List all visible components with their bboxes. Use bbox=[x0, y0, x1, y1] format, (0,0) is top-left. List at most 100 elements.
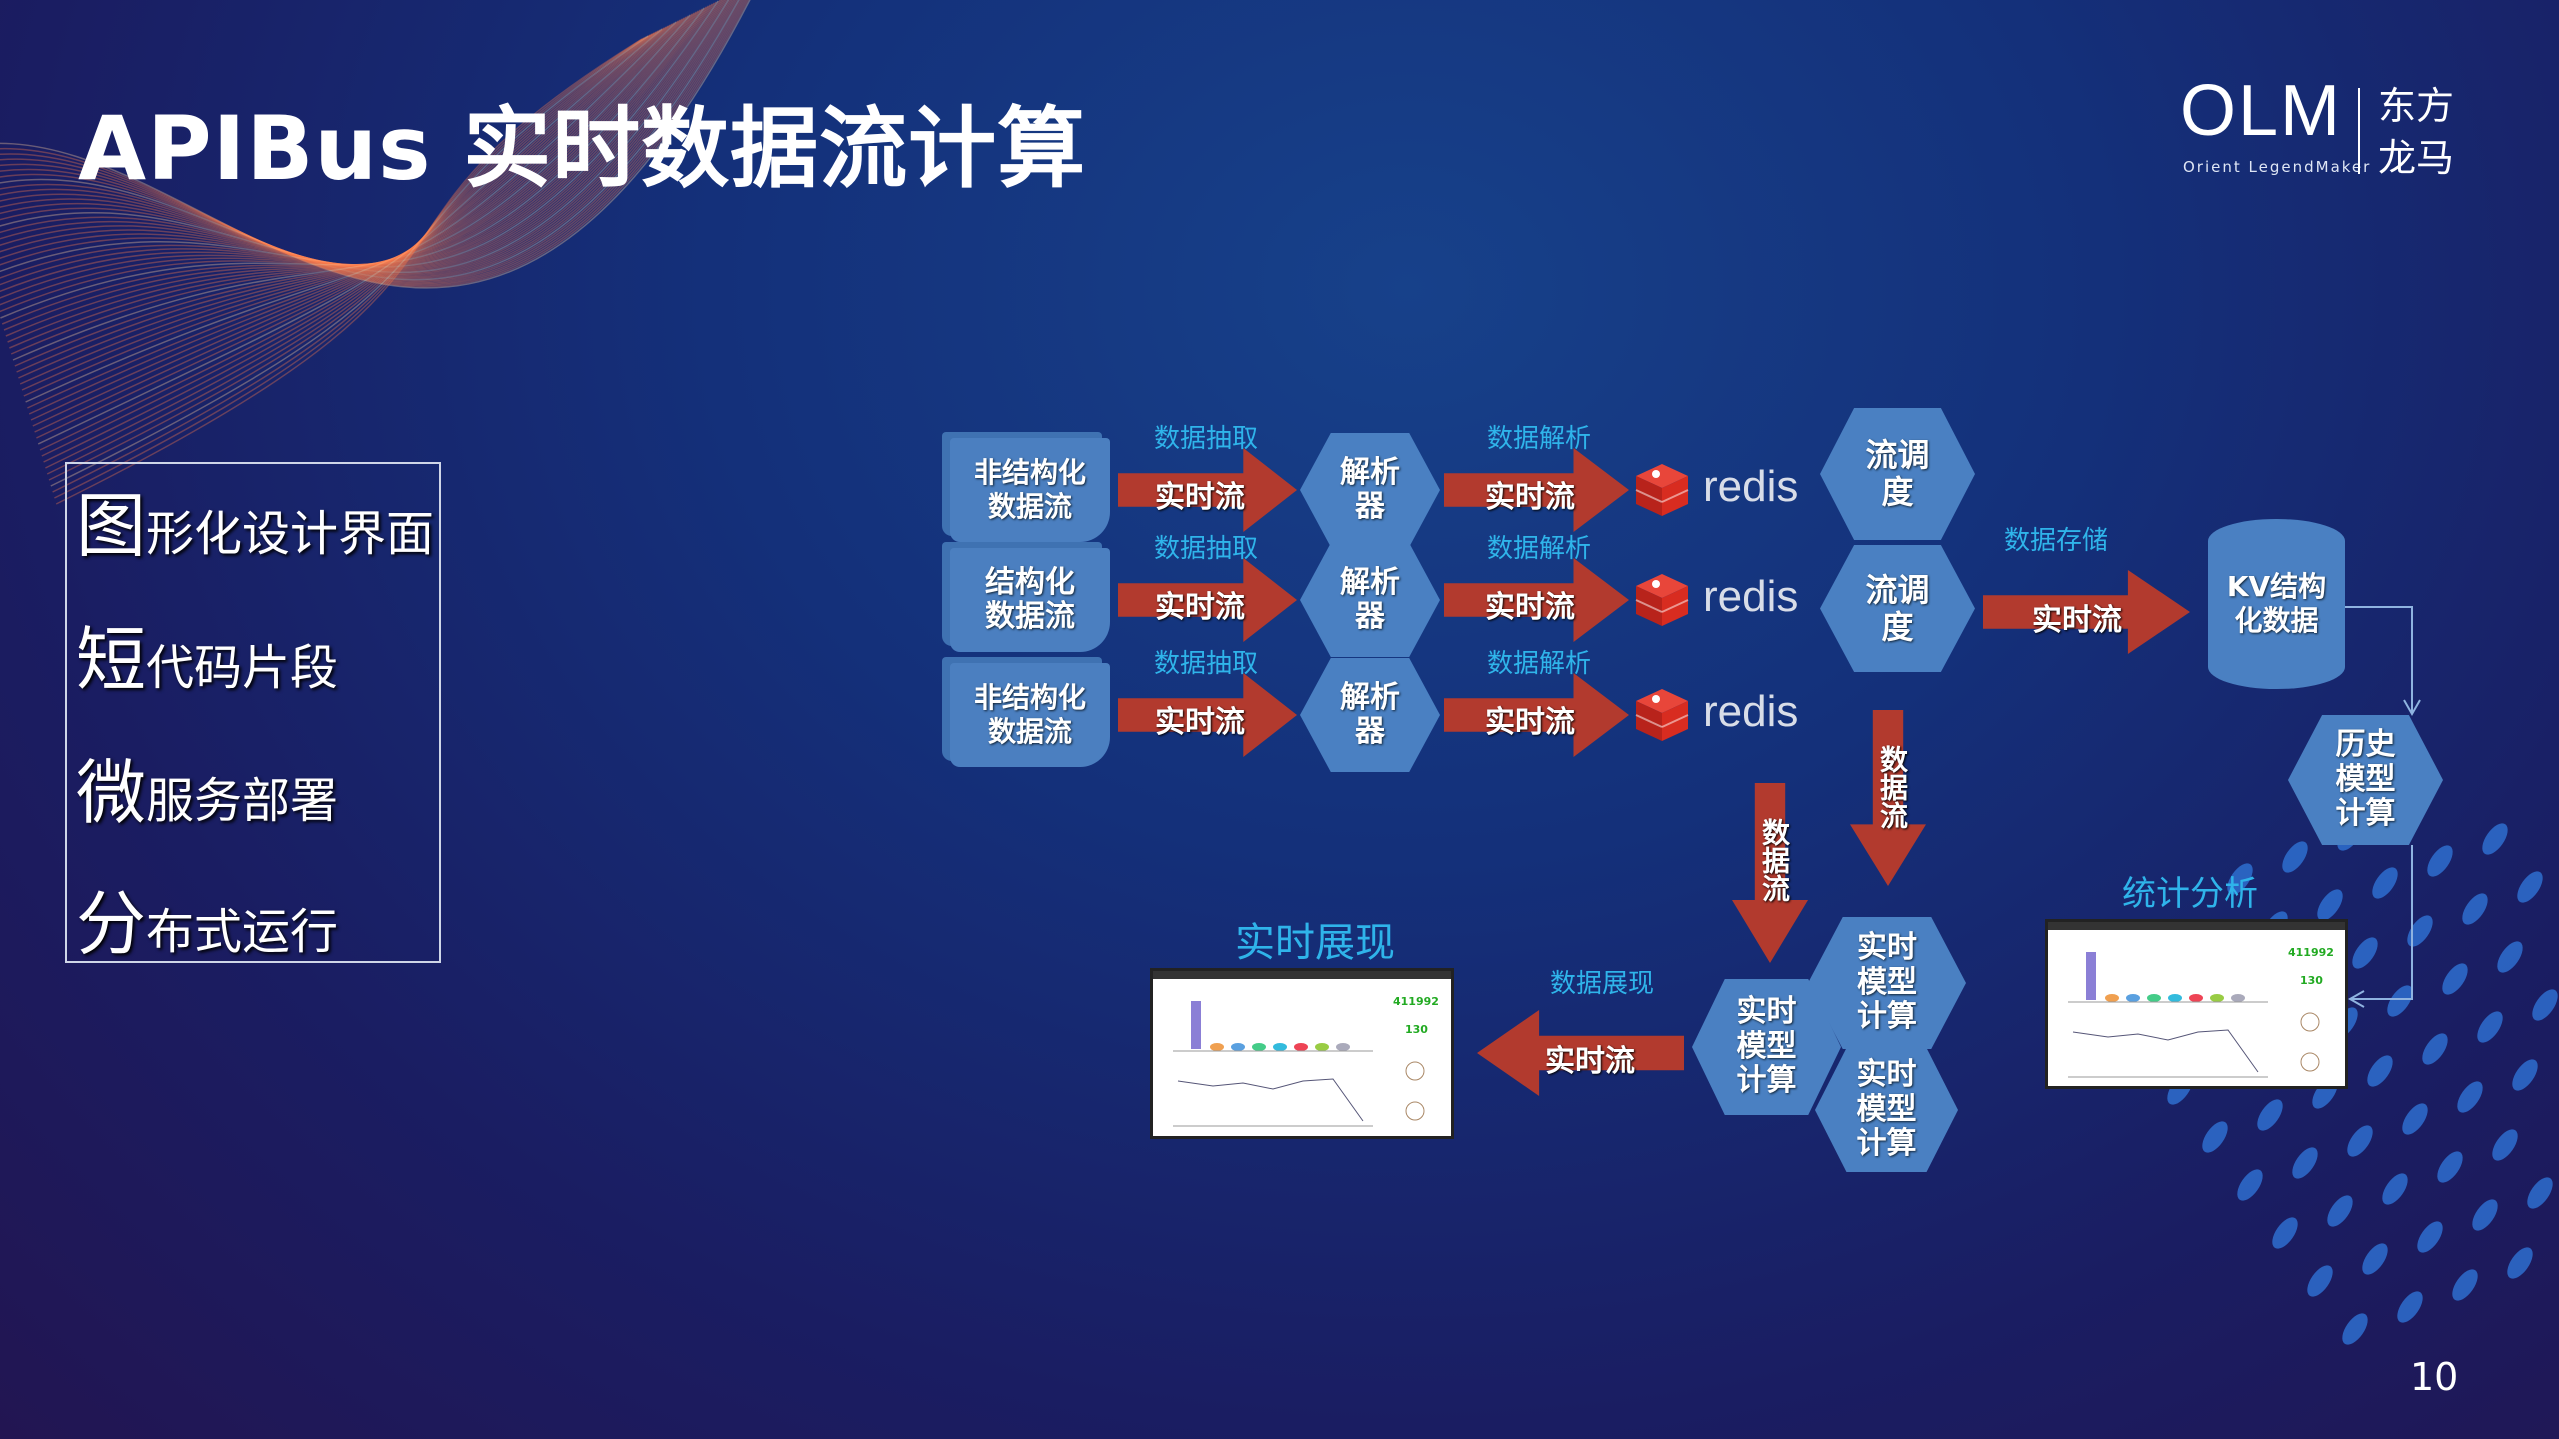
decor-dot bbox=[2482, 823, 2508, 855]
feature-item: 图形化设计界面 bbox=[76, 470, 434, 571]
wave-line bbox=[34, 26, 667, 433]
wave-line bbox=[18, 17, 685, 379]
wave-line bbox=[0, 0, 724, 270]
feature-list-box bbox=[65, 462, 441, 963]
wave-line bbox=[3, 9, 701, 331]
dashboard-mark bbox=[2300, 1052, 2320, 1072]
wave-line bbox=[0, 0, 743, 283]
wave-line bbox=[0, 0, 746, 285]
dashboard-mark bbox=[2168, 994, 2182, 1002]
feature-item: 短代码片段 bbox=[76, 604, 338, 705]
parser-hex: 解析器 bbox=[1300, 658, 1440, 772]
wave-line bbox=[0, 7, 705, 319]
dashboard-value: 130 bbox=[1405, 1023, 1428, 1036]
feature-initial: 微 bbox=[76, 752, 146, 834]
wave-line bbox=[0, 0, 737, 279]
logo-tagline: Orient LegendMaker bbox=[2183, 158, 2372, 176]
kv-store-cylinder: KV结构化数据 bbox=[2208, 519, 2345, 689]
wave-line bbox=[52, 36, 647, 493]
decor-dot bbox=[2342, 1313, 2368, 1345]
display-label: 数据展现 bbox=[1550, 969, 1655, 999]
decor-dot bbox=[2387, 985, 2413, 1017]
dashboard-mark bbox=[1153, 971, 1453, 979]
wave-line bbox=[36, 27, 665, 439]
wave-line bbox=[27, 22, 675, 409]
wave-line bbox=[0, 0, 719, 273]
dashboard-mark bbox=[2126, 994, 2140, 1002]
realtime-display-label: 实时展现 bbox=[1235, 920, 1395, 966]
wave-line bbox=[0, 0, 728, 273]
feature-text: 服务部署 bbox=[146, 773, 339, 829]
decor-dot bbox=[2292, 1147, 2318, 1179]
wave-line bbox=[5, 10, 699, 337]
dashboard-mark bbox=[2147, 994, 2161, 1002]
decor-dot bbox=[2227, 863, 2253, 895]
extract-label: 数据抽取 bbox=[1154, 534, 1259, 564]
dashboard-mark bbox=[1273, 1043, 1287, 1051]
redis-icon bbox=[1635, 574, 1689, 626]
dashboard-mark bbox=[2231, 994, 2245, 1002]
dashboard-mark bbox=[1252, 1043, 1266, 1051]
wave-line bbox=[9, 12, 695, 349]
wave-line bbox=[0, 0, 731, 274]
wave-line bbox=[0, 5, 709, 306]
realtime-model-hex: 实时模型计算 bbox=[1692, 979, 1841, 1115]
decor-dot bbox=[2202, 1121, 2228, 1153]
wave-line bbox=[0, 0, 745, 284]
feature-item: 微服务部署 bbox=[76, 737, 338, 838]
decor-dot bbox=[2507, 1247, 2533, 1279]
dashboard-mark bbox=[2105, 994, 2119, 1002]
decor-dot bbox=[2462, 893, 2488, 925]
feature-text: 形化设计界面 bbox=[146, 506, 435, 562]
scheduler-hex: 流调度 bbox=[1820, 408, 1975, 540]
logo-cn-line2: 龙马 bbox=[2378, 136, 2455, 180]
feature-initial: 图 bbox=[76, 485, 146, 567]
stats-label: 统计分析 bbox=[2122, 874, 2258, 914]
decor-dot bbox=[2407, 915, 2433, 947]
wave-line bbox=[0, 0, 735, 277]
wave-line bbox=[48, 34, 651, 481]
wave-line bbox=[0, 0, 727, 272]
dashboard-mark bbox=[1405, 1061, 1425, 1081]
wave-line bbox=[0, 0, 730, 274]
wave-line bbox=[25, 21, 677, 403]
wave-line bbox=[50, 35, 649, 487]
history-model-hex: 历史模型计算 bbox=[2288, 715, 2443, 845]
stream-arrow-label: 实时流 bbox=[1485, 590, 1575, 625]
realtime-dashboard-screenshot: 411992 130 bbox=[1150, 968, 1454, 1139]
wave-line bbox=[45, 32, 655, 469]
display-arrow-label: 实时流 bbox=[1545, 1044, 1635, 1079]
wave-line bbox=[1, 8, 703, 325]
redis-label: redis bbox=[1703, 687, 1799, 736]
dashboard-value: 411992 bbox=[2288, 946, 2334, 959]
wave-line bbox=[39, 29, 661, 451]
stream-arrow-label: 实时流 bbox=[1485, 480, 1575, 515]
stream-arrow-label: 实时流 bbox=[1155, 480, 1245, 515]
parser-hex: 解析器 bbox=[1300, 433, 1440, 547]
wave-line bbox=[21, 19, 681, 391]
decor-dot bbox=[2272, 1217, 2298, 1249]
wave-line bbox=[0, 2, 715, 286]
realtime-model-hex: 实时模型计算 bbox=[1808, 917, 1966, 1049]
wave-line bbox=[19, 18, 683, 385]
decor-dot bbox=[2437, 1151, 2463, 1183]
decor-dot bbox=[2492, 1129, 2518, 1161]
wave-line bbox=[28, 23, 673, 415]
decor-dot bbox=[2307, 1265, 2333, 1297]
dashboard-mark bbox=[1294, 1043, 1308, 1051]
data-source-shape: 非结构化数据流 bbox=[950, 663, 1110, 767]
logo-divider bbox=[2358, 88, 2360, 174]
feature-initial: 短 bbox=[76, 619, 146, 701]
wave-line bbox=[0, 6, 707, 313]
wave-line bbox=[32, 25, 669, 427]
decor-dot bbox=[2417, 1221, 2443, 1253]
wave-line bbox=[16, 16, 687, 373]
down-arrow-label: 数据流 bbox=[1758, 818, 1791, 902]
wave-line bbox=[0, 3, 713, 293]
redis-icon bbox=[1635, 689, 1689, 741]
dashboard-mark bbox=[2072, 1029, 2259, 1073]
data-source-shape: 非结构化数据流 bbox=[950, 438, 1110, 542]
wave-line bbox=[0, 0, 721, 269]
wave-line bbox=[0, 0, 740, 281]
